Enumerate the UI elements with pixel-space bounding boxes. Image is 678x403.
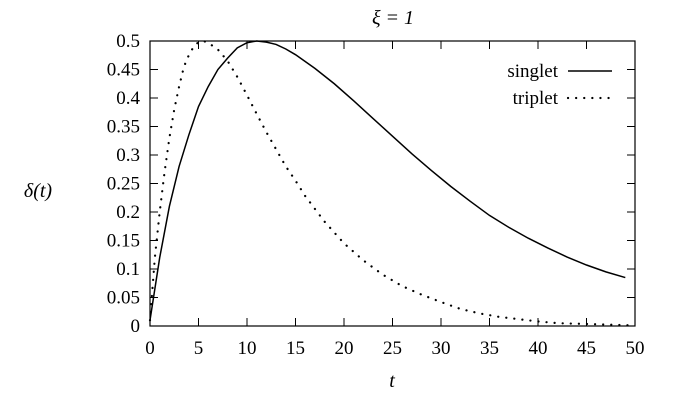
x-tick-label: 35	[480, 338, 499, 359]
series-layer	[148, 39, 637, 327]
y-tick-label: 0.5	[116, 31, 140, 52]
x-tick-label: 50	[626, 338, 645, 359]
y-axis: 0 0.05 0.1 0.15 0.2 0.25 0.3 0.35 0.4 0.45 0.5	[107, 31, 635, 337]
x-tick-label: 30	[432, 338, 451, 359]
x-tick-label: 40	[529, 338, 548, 359]
series-singlet-line	[149, 40, 626, 321]
legend-label-triplet: triplet	[513, 88, 559, 109]
x-tick-label: 0	[145, 338, 155, 359]
series-triplet-line	[148, 39, 637, 327]
x-tick-label: 10	[238, 338, 257, 359]
x-tick-label: 20	[335, 338, 354, 359]
x-axis-label: t	[389, 370, 395, 392]
y-tick-label: 0.05	[107, 288, 140, 309]
legend: singlet triplet	[507, 61, 614, 109]
plot-frame	[149, 40, 636, 327]
y-tick-label: 0.25	[107, 174, 140, 195]
x-tick-label: 5	[194, 338, 204, 359]
y-tick-label: 0.45	[107, 60, 140, 81]
y-tick-label: 0	[131, 316, 141, 337]
legend-label-singlet: singlet	[507, 61, 558, 82]
x-tick-label: 15	[286, 338, 305, 359]
y-tick-label: 0.4	[116, 88, 140, 109]
x-axis: 0 5 10 15 20 25 30 35 40 45 50	[145, 41, 645, 359]
y-tick-label: 0.3	[116, 145, 140, 166]
x-tick-label: 25	[383, 338, 402, 359]
y-axis-label: δ(t)	[24, 180, 53, 202]
y-tick-label: 0.35	[107, 117, 140, 138]
y-tick-label: 0.1	[116, 259, 140, 280]
y-tick-label: 0.2	[116, 202, 140, 223]
y-tick-label: 0.15	[107, 231, 140, 252]
chart-title: ξ = 1	[372, 7, 414, 29]
x-tick-label: 45	[577, 338, 596, 359]
